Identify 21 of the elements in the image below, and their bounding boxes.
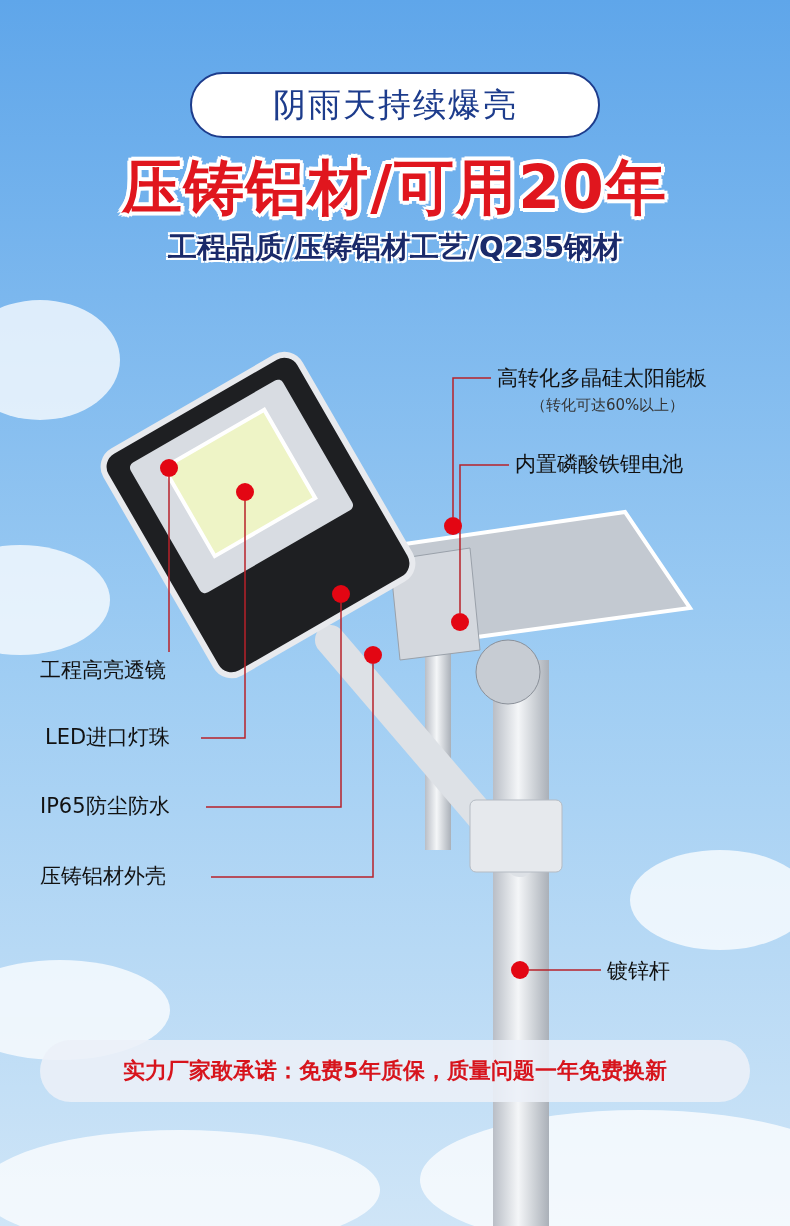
marker-dot (364, 646, 382, 664)
callout-text: 内置磷酸铁锂电池 (515, 450, 730, 480)
callout-text: 镀锌杆 (607, 957, 687, 987)
callout-text: 高转化多晶硅太阳能板 (497, 365, 707, 392)
callout-text: 压铸铝材外壳 (40, 862, 205, 892)
callout-note: （转化可达60%以上） (530, 396, 686, 415)
heading-pill: 阴雨天持续爆亮 (190, 72, 600, 138)
callout-text: LED进口灯珠 (45, 723, 195, 753)
marker-dot (444, 517, 462, 535)
headline: 压铸铝材/可用20年 (120, 151, 669, 224)
leader-line (205, 602, 342, 808)
leader-line (452, 377, 492, 518)
leader-line (459, 464, 510, 614)
leader-line (528, 969, 602, 971)
callout-text: IP65防尘防水 (40, 792, 200, 822)
leader-line (210, 663, 374, 878)
promise-banner: 实力厂家敢承诺：免费5年质保，质量问题一年免费换新 (40, 1040, 750, 1102)
leader-line (200, 500, 246, 739)
subheadline: 工程品质/压铸铝材工艺/Q235钢材 (166, 229, 624, 266)
leader-line (168, 476, 170, 653)
callout-text: 工程高亮透镜 (40, 656, 200, 686)
